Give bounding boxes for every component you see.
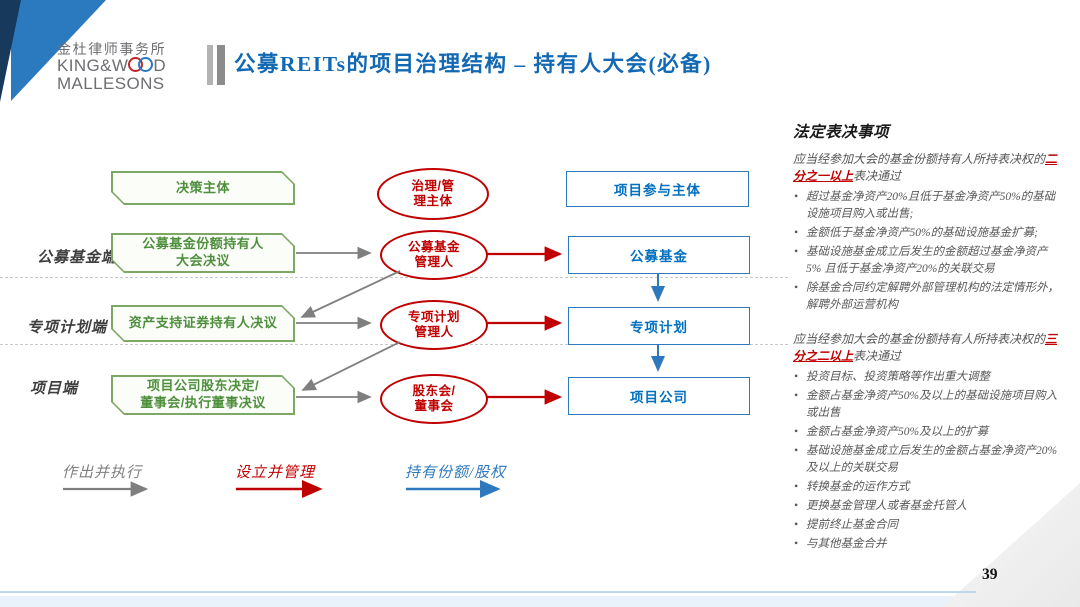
header-participant-box: 项目参与主体 bbox=[566, 171, 749, 207]
voting-matters-panel: 法定表决事项 应当经参加大会的基金份额持有人所持表决权的二分之一以上表决通过 超… bbox=[793, 120, 1061, 555]
lead-half-prefix: 应当经参加大会的基金份额持有人所持表决权的 bbox=[793, 152, 1046, 166]
panel-section-two-thirds: 应当经参加大会的基金份额持有人所持表决权的三分之二以上表决通过 投资目标、投资策… bbox=[793, 331, 1061, 553]
page-number: 39 bbox=[982, 566, 998, 583]
header-governance-oval: 治理/管 理主体 bbox=[377, 168, 489, 220]
footer-line bbox=[0, 591, 976, 593]
header-governance-label: 治理/管 理主体 bbox=[411, 179, 455, 208]
list-item: 金额占基金净资产50%及以上的扩募 bbox=[793, 424, 1061, 441]
entity-box-fund-label: 公募基金 bbox=[630, 249, 688, 264]
logo-en-line1: KING&W D bbox=[57, 56, 167, 76]
list-item: 金额占基金净资产50%及以上的基础设施项目购入或出售 bbox=[793, 388, 1061, 422]
legend-label-manage: 设立并管理 bbox=[235, 465, 316, 481]
manager-oval-project-label: 股东会/ 董事会 bbox=[412, 384, 456, 413]
decision-box-plan-label: 资产支持证券持有人决议 bbox=[128, 315, 278, 331]
header-decision-box: 决策主体 bbox=[111, 171, 295, 205]
lead-two-thirds-threshold: 三分之二以上 bbox=[793, 331, 1058, 364]
header-participant-label: 项目参与主体 bbox=[614, 183, 701, 198]
legend-label-execute: 作出并执行 bbox=[62, 465, 143, 481]
entity-box-plan: 专项计划 bbox=[568, 307, 750, 345]
logo-en-line2: MALLESONS bbox=[57, 74, 165, 94]
manager-oval-fund-label: 公募基金 管理人 bbox=[407, 240, 460, 269]
manager-oval-plan-label: 专项计划 管理人 bbox=[407, 310, 460, 339]
kwm-logo: 金杜律师事务所 KING&W D MALLESONS bbox=[57, 41, 167, 94]
decision-box-plan: 资产支持证券持有人决议 bbox=[111, 305, 295, 342]
list-item: 提前终止基金合同 bbox=[793, 517, 1061, 534]
lead-two-thirds: 应当经参加大会的基金份额持有人所持表决权的三分之二以上表决通过 bbox=[793, 331, 1061, 366]
panel-title: 法定表决事项 bbox=[793, 124, 890, 141]
manager-oval-plan: 专项计划 管理人 bbox=[380, 300, 488, 350]
title-marker-bar bbox=[217, 45, 225, 85]
row-divider bbox=[0, 277, 788, 278]
decision-box-project-label: 项目公司股东决定/ 董事会/执行董事决议 bbox=[140, 378, 266, 410]
manager-oval-fund: 公募基金 管理人 bbox=[380, 230, 488, 280]
row-label-plan: 专项计划端 bbox=[27, 320, 108, 336]
logo-en1-prefix: KING&W bbox=[57, 56, 129, 76]
entity-box-plan-label: 专项计划 bbox=[630, 320, 688, 335]
entity-box-project-label: 项目公司 bbox=[630, 390, 688, 405]
lead-half: 应当经参加大会的基金份额持有人所持表决权的二分之一以上表决通过 bbox=[793, 151, 1061, 186]
header-decision-label: 决策主体 bbox=[175, 179, 230, 195]
decision-box-project: 项目公司股东决定/ 董事会/执行董事决议 bbox=[111, 375, 295, 415]
footer-band bbox=[0, 596, 1080, 607]
row-label-fund: 公募基金端 bbox=[37, 250, 118, 266]
list-item: 金额低于基金净资产50%的基础设施基金扩募; bbox=[793, 225, 1061, 242]
legend-label-hold: 持有份额/股权 bbox=[405, 465, 507, 481]
list-item: 除基金合同约定解聘外部管理机构的法定情形外，解聘外部运营机构 bbox=[793, 280, 1061, 314]
page-title: 公募REITs的项目治理结构 – 持有人大会(必备) bbox=[234, 52, 712, 76]
lead-half-suffix: 表决通过 bbox=[853, 169, 902, 184]
lead-two-thirds-prefix: 应当经参加大会的基金份额持有人所持表决权的 bbox=[793, 331, 1046, 346]
entity-box-fund: 公募基金 bbox=[568, 236, 750, 274]
logo-en1-suffix: D bbox=[153, 56, 167, 76]
logo-ring-blue-icon bbox=[138, 57, 154, 73]
entity-box-project: 项目公司 bbox=[568, 377, 750, 415]
list-item: 与其他基金合并 bbox=[793, 536, 1061, 553]
list-item: 超过基金净资产20%且低于基金净资产50%的基础设施项目购入或出售; bbox=[793, 189, 1061, 223]
bullet-list-two-thirds: 投资目标、投资策略等作出重大调整 金额占基金净资产50%及以上的基础设施项目购入… bbox=[793, 369, 1061, 553]
decision-box-fund-label: 公募基金份额持有人 大会决议 bbox=[142, 236, 264, 268]
panel-section-half: 应当经参加大会的基金份额持有人所持表决权的二分之一以上表决通过 超过基金净资产2… bbox=[793, 151, 1061, 314]
lead-half-threshold: 二分之一以上 bbox=[793, 152, 1058, 184]
list-item: 投资目标、投资策略等作出重大调整 bbox=[793, 369, 1061, 386]
manager-oval-project: 股东会/ 董事会 bbox=[380, 374, 488, 424]
list-item: 基础设施基金成立后发生的金额占基金净资产20% 及以上的关联交易 bbox=[793, 443, 1061, 477]
list-item: 转换基金的运作方式 bbox=[793, 479, 1061, 496]
logo-cn-text: 金杜律师事务所 bbox=[57, 41, 167, 57]
decision-box-fund: 公募基金份额持有人 大会决议 bbox=[111, 233, 295, 273]
row-label-project: 项目端 bbox=[30, 381, 79, 397]
list-item: 更换基金管理人或者基金托管人 bbox=[793, 498, 1061, 515]
title-marker-bar bbox=[207, 45, 213, 85]
bullet-list-half: 超过基金净资产20%且低于基金净资产50%的基础设施项目购入或出售; 金额低于基… bbox=[793, 189, 1061, 314]
arrow-manager-to-project-decision bbox=[301, 341, 401, 391]
list-item: 基础设施基金成立后发生的金额超过基金净资产5% 且低于基金净资产20%的关联交易 bbox=[793, 244, 1061, 278]
lead-two-thirds-suffix: 表决通过 bbox=[853, 349, 902, 364]
